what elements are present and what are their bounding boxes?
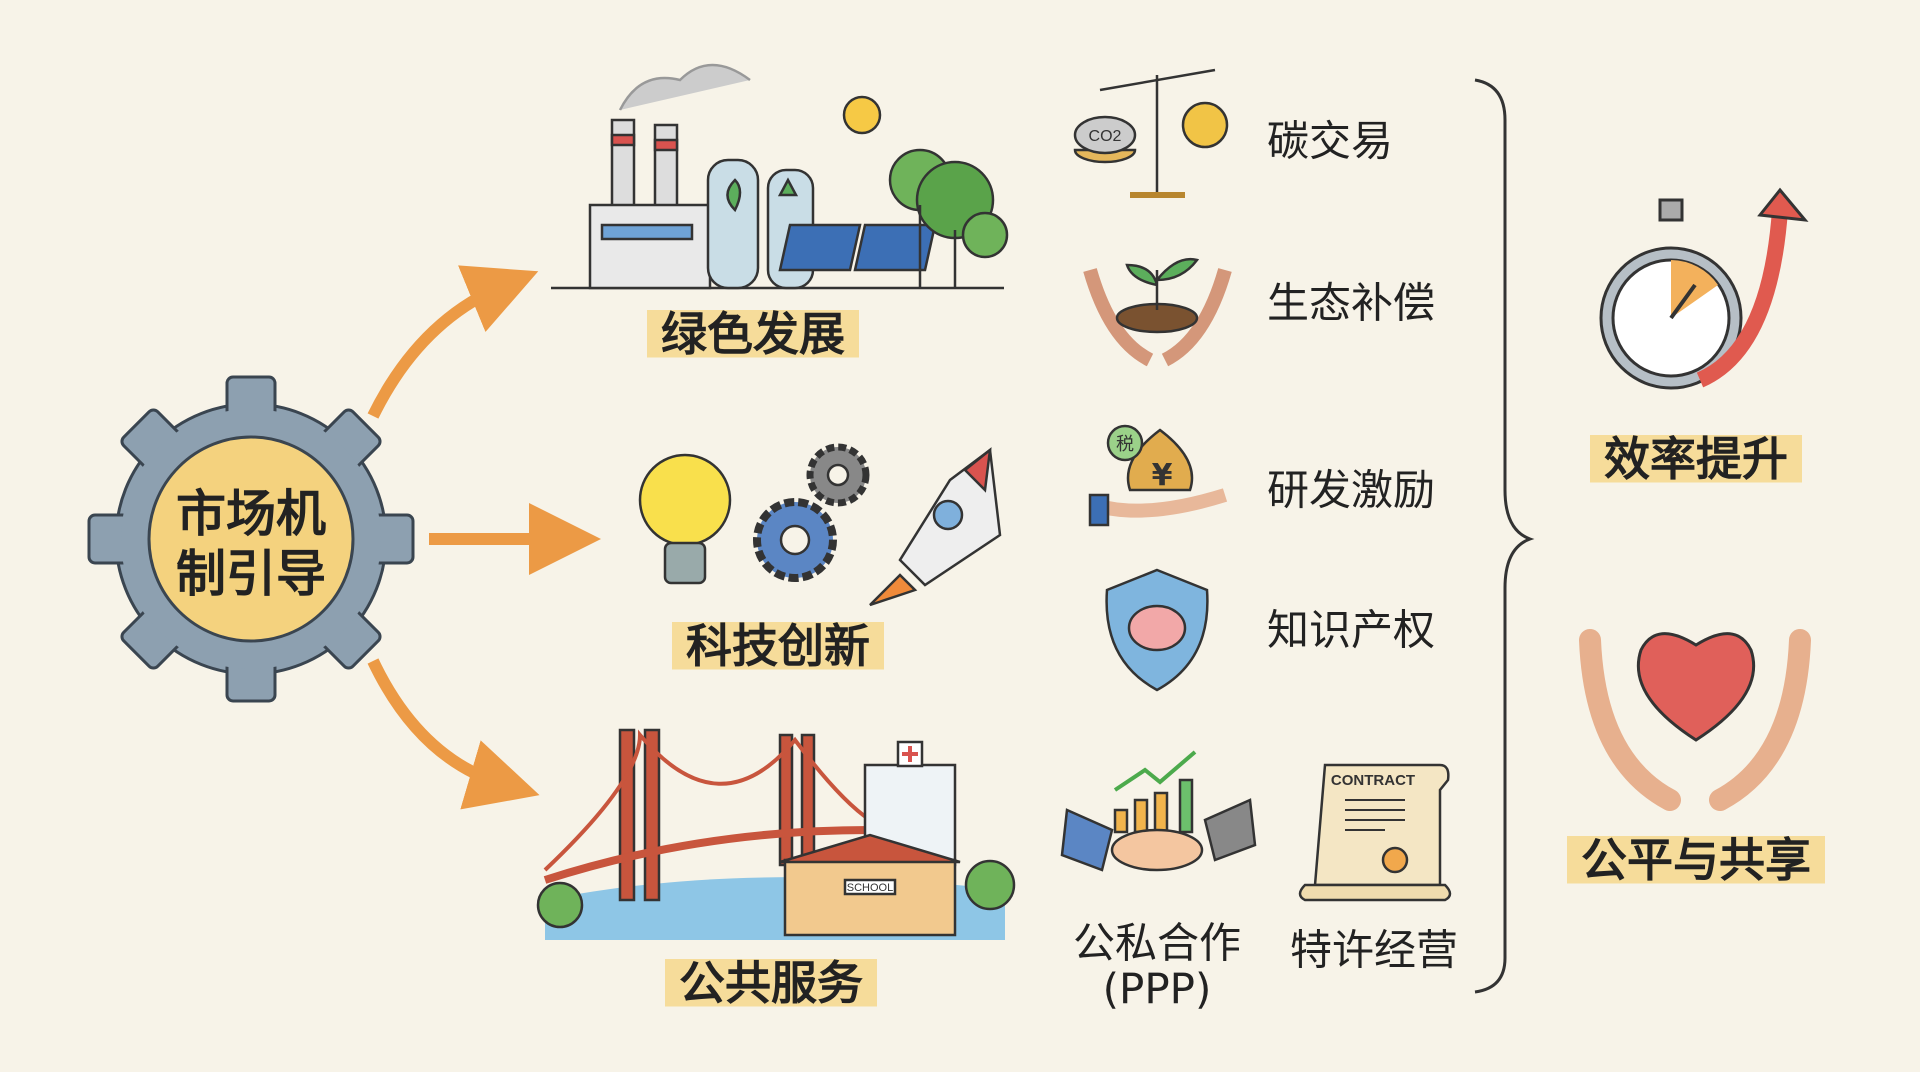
stopwatch-icon — [1599, 187, 1809, 390]
branch-green-development: 绿色发展 — [647, 296, 859, 366]
ppp-label: 公私合作 — [1072, 918, 1242, 968]
ppp-abbrev: (PPP) — [1102, 964, 1212, 1014]
tool-eco-compensation: 生态补偿 — [1267, 278, 1436, 328]
gear-icon — [87, 375, 415, 703]
arrow-to-public — [367, 658, 540, 810]
branch-tech-innovation: 科技创新 — [672, 608, 884, 678]
bridge-hospital-school-illustration: SCHOOL — [536, 728, 1016, 940]
svg-text:税: 税 — [1116, 434, 1134, 455]
tool-ip-rights: 知识产权 — [1267, 605, 1436, 655]
center-label-line1: 市场机 — [176, 485, 326, 543]
svg-text:CONTRACT: CONTRACT — [1331, 772, 1415, 789]
svg-text:CO2: CO2 — [1089, 128, 1122, 145]
franchise-label: 特许经营 — [1289, 925, 1459, 975]
tool-carbon-trading: 碳交易 — [1267, 116, 1394, 166]
curly-brace — [1474, 78, 1535, 994]
center-label-line2: 制引导 — [176, 545, 326, 603]
branch-public-services: 公共服务 — [665, 945, 877, 1015]
money-bag-icon: 税 ¥ — [1088, 424, 1228, 527]
svg-text:¥: ¥ — [1152, 458, 1173, 493]
carbon-scale-icon: CO2 — [1073, 68, 1229, 198]
arrow-to-green — [367, 265, 539, 419]
outcome-efficiency: 效率提升 — [1590, 421, 1802, 491]
brain-shield-icon — [1105, 568, 1209, 692]
outcome-equity-sharing: 公平与共享 — [1567, 822, 1825, 892]
innovation-illustration — [638, 443, 1002, 607]
handshake-growth-icon — [1060, 750, 1257, 872]
tool-rd-incentive: 研发激励 — [1267, 465, 1436, 515]
school-sign: SCHOOL — [847, 882, 893, 894]
contract-scroll-icon: CONTRACT — [1298, 763, 1452, 902]
seedling-hands-icon — [1083, 257, 1232, 367]
factory-solar-illustration — [551, 63, 1009, 290]
heart-hands-icon — [1579, 629, 1811, 811]
